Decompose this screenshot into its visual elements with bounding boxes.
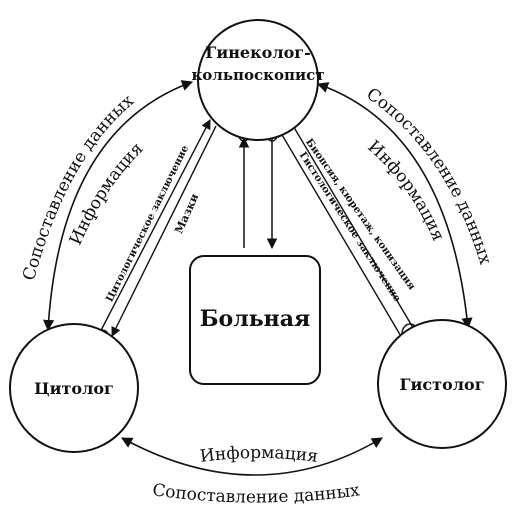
arrow-gyn-to-cyto xyxy=(111,125,217,337)
arc-bottom xyxy=(121,437,383,476)
arrow-cyto-to-gyn xyxy=(95,119,211,341)
node-cytologist-label: Цитолог xyxy=(34,379,114,398)
node-cytologist-circle xyxy=(9,323,139,453)
node-gynecologist-label-2: кольпоскопист xyxy=(191,66,324,84)
label-info-bottom: Информация xyxy=(199,443,319,467)
arrow-histo-to-gyn xyxy=(277,127,403,339)
arc-left-outer xyxy=(43,80,194,332)
label-comparison-left: Сопоставление данных xyxy=(19,91,138,283)
node-patient-label: Больная xyxy=(200,306,311,332)
node-gynecologist-label-1: Гинеколог- xyxy=(205,43,310,62)
node-histologist-label: Гистолог xyxy=(400,375,485,394)
node-gynecologist-circle xyxy=(197,19,319,141)
node-histologist-circle xyxy=(377,319,507,449)
arc-right-outer xyxy=(316,82,473,330)
node-patient-box xyxy=(189,255,321,385)
label-comparison-bottom: Сопоставление данных xyxy=(151,480,361,507)
arrow-gyn-to-histo xyxy=(291,123,419,337)
label-smears: Мазки xyxy=(172,192,201,236)
